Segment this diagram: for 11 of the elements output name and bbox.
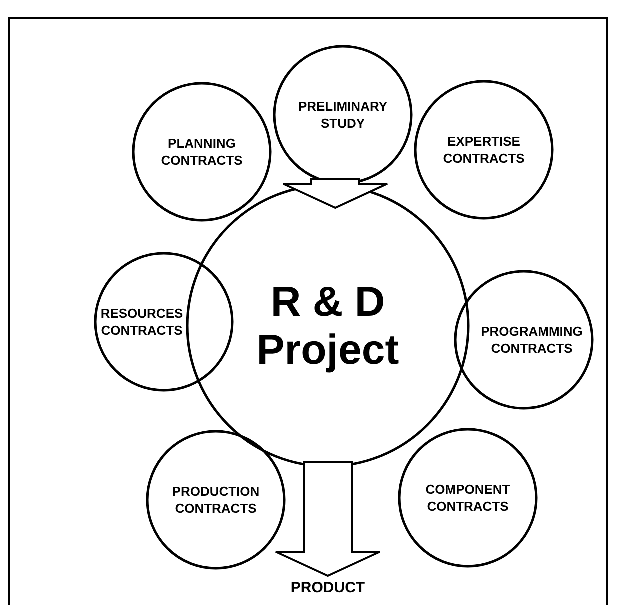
node-label: RESOURCES CONTRACTS: [100, 305, 184, 339]
node-label: PRODUCTION CONTRACTS: [171, 483, 261, 517]
center-title: R & D Project: [256, 278, 400, 374]
node-label: PROGRAMMING CONTRACTS: [480, 323, 584, 357]
block-arrow: [275, 461, 381, 578]
node-label: EXPERTISE CONTRACTS: [442, 133, 526, 167]
output-label: PRODUCT: [290, 580, 366, 596]
node-label: PRELIMINARY STUDY: [297, 98, 389, 132]
node-label: COMPONENT CONTRACTS: [424, 481, 512, 515]
block-arrow: [282, 178, 388, 210]
node-label: PLANNING CONTRACTS: [160, 135, 244, 169]
